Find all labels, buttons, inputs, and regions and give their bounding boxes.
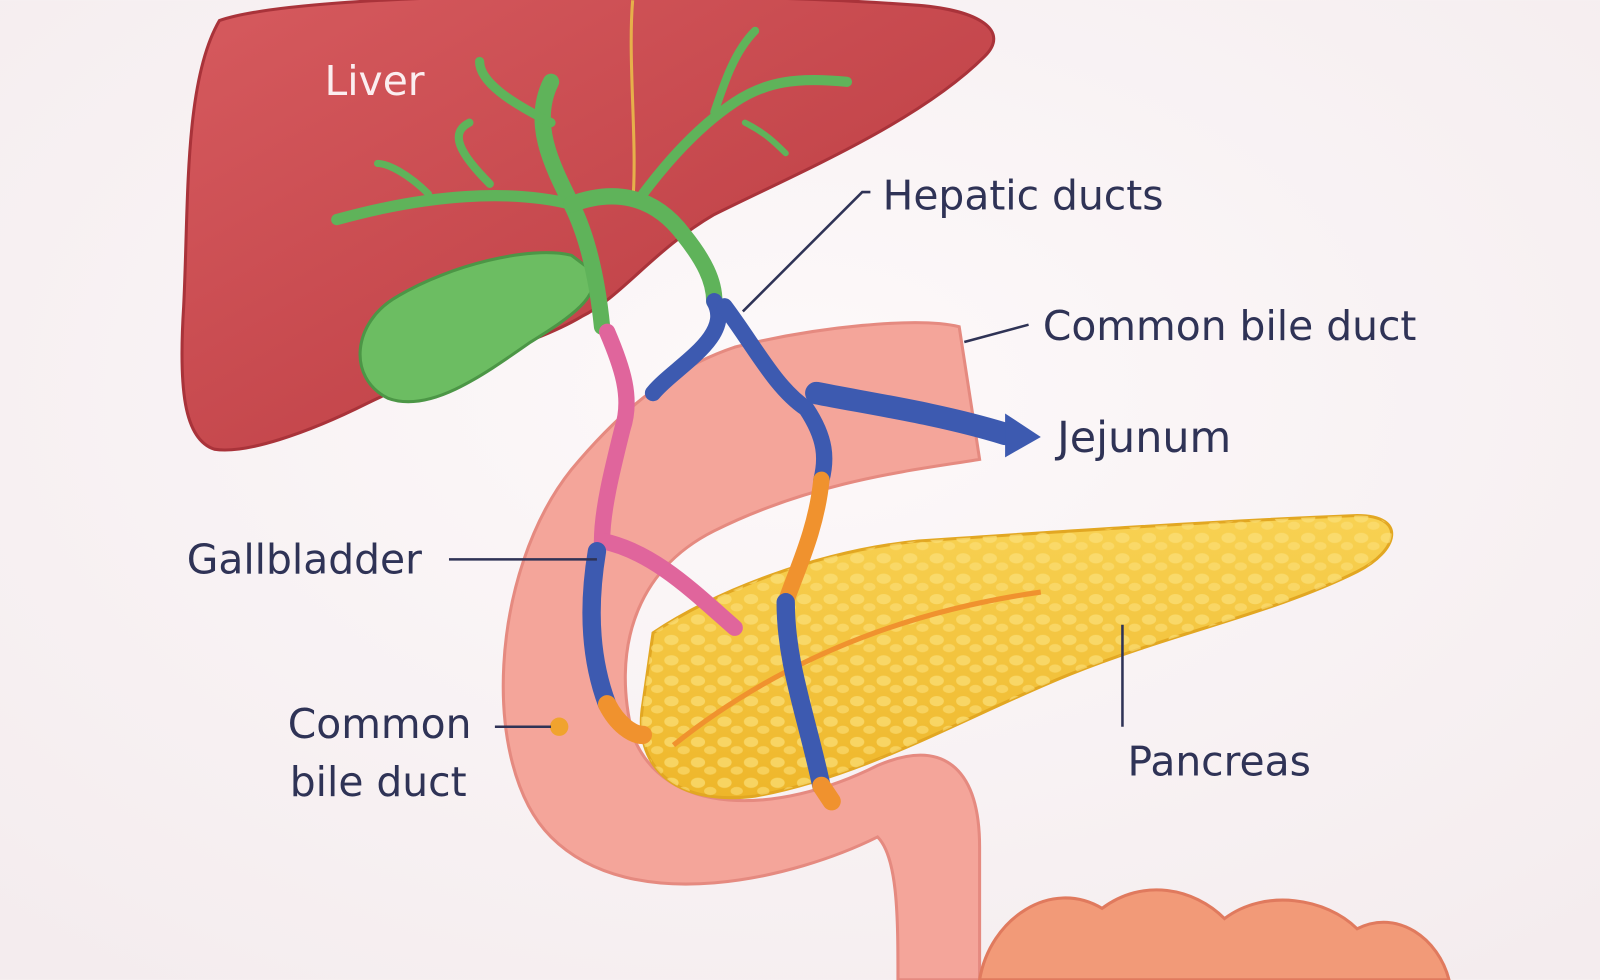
pancreas — [639, 513, 1394, 800]
gallbladder — [358, 251, 596, 404]
label-jejunum: Jejunum — [1054, 413, 1231, 463]
label-liver: Liver — [324, 57, 424, 105]
arrow-to-jejunum — [1005, 413, 1041, 458]
duct-opening-marker — [550, 717, 569, 736]
label-common-bile-duct-left-1: Common — [288, 700, 472, 748]
label-pancreas: Pancreas — [1128, 738, 1311, 786]
ducts — [550, 293, 1041, 811]
leader-lines — [448, 190, 1124, 729]
label-gallbladder: Gallbladder — [187, 536, 422, 584]
intrahepatic-ducts — [331, 26, 853, 335]
jejunum-loops — [978, 888, 1451, 980]
duodenum — [501, 321, 1451, 980]
label-common-bile-duct-left-2: bile duct — [290, 758, 467, 806]
label-hepatic-ducts: Hepatic ducts — [883, 171, 1164, 219]
label-common-bile-duct-right: Common bile duct — [1043, 302, 1417, 350]
